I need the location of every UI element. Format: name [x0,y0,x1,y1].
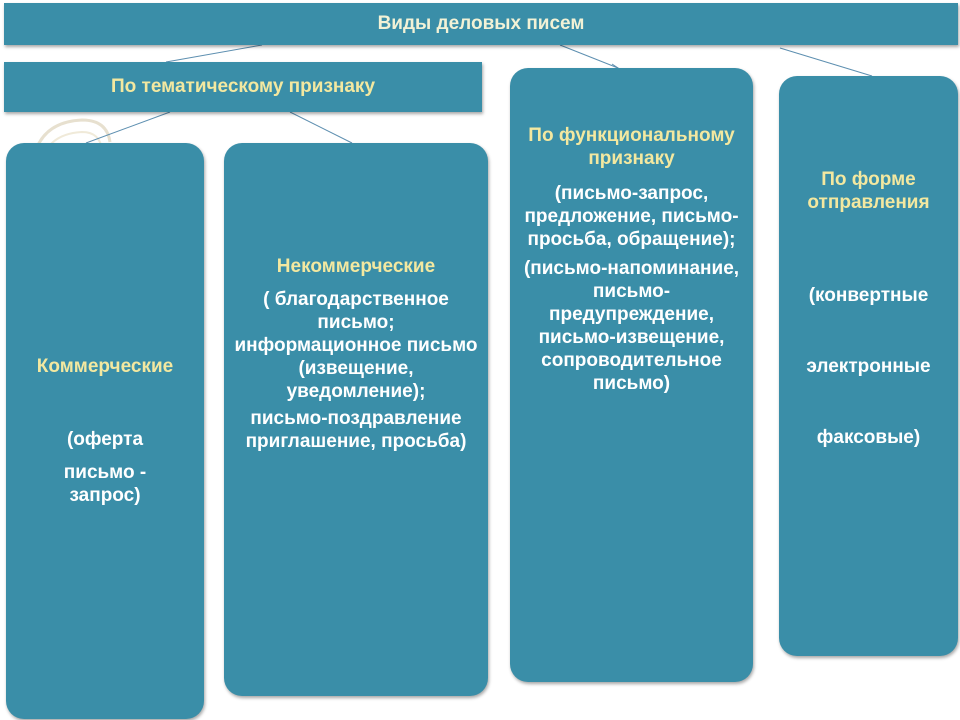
form-heading: По форме отправления [807,169,930,213]
commercial-line: (оферта [66,429,144,450]
form-line: электронные [806,356,931,377]
diagram-title-text: Виды деловых писем [377,13,585,34]
commercial-heading: Коммерческие [36,356,174,377]
noncommercial-heading: Некоммерческие [276,256,436,277]
commercial-card: Коммерческие (оферта письмо - запрос) [6,143,204,719]
form-line: факсовые) [816,427,921,448]
commercial-line: запрос) [69,485,141,506]
thematic-category-text: По тематическому признаку [110,76,376,97]
commercial-line: письмо - [63,462,147,483]
noncommercial-line: письмо-поздравление приглашение, просьба… [245,408,467,452]
form-line: (конвертные [808,285,929,306]
functional-line: (письмо-запрос, предложение, письмо-прос… [524,183,739,250]
form-card: По форме отправления (конвертные электро… [779,76,958,656]
thematic-category: По тематическому признаку [4,62,482,112]
functional-heading: По функциональному признаку [528,125,735,169]
functional-line: (письмо-напоминание, письмо-предупрежден… [523,258,740,394]
diagram-title: Виды деловых писем [4,3,958,45]
noncommercial-line: ( благодарственное письмо; информационно… [234,289,478,402]
functional-card: По функциональному признаку (письмо-запр… [510,68,753,682]
noncommercial-card: Некоммерческие ( благодарственное письмо… [224,143,488,696]
